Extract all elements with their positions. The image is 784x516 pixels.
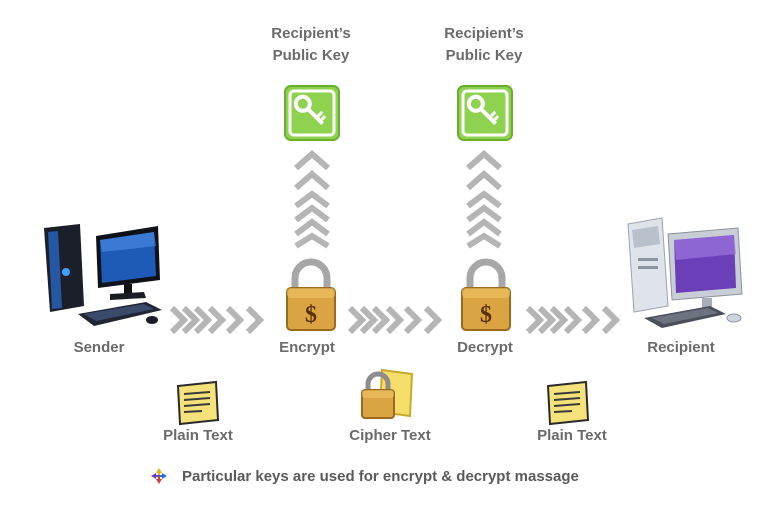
decrypt-label: Decrypt: [457, 339, 513, 356]
right-chevrons-1: [168, 304, 268, 336]
sender-label: Sender: [73, 339, 125, 356]
key-title-left-line1: Recipient’s: [271, 25, 351, 42]
svg-text:$: $: [480, 302, 492, 328]
key-title-right: Recipient’s Public Key: [431, 23, 537, 67]
key-title-left-line2: Public Key: [272, 47, 350, 64]
encrypt-label: Encrypt: [279, 339, 335, 356]
padlock-icon: $: [458, 258, 514, 334]
sender-computer-icon: [40, 222, 170, 337]
plain-text-label-2: Plain Text: [537, 427, 607, 444]
recipient-label: Recipient: [647, 339, 715, 356]
key-icon: [283, 84, 341, 142]
note-icon: [172, 380, 222, 426]
footer-note-text: Particular keys are used for encrypt & d…: [182, 467, 579, 485]
right-chevrons-3: [524, 304, 624, 336]
key-icon: [456, 84, 514, 142]
key-title-right-line1: Recipient’s: [444, 25, 524, 42]
cipher-text-label: Cipher Text: [349, 427, 431, 444]
padlock-icon: $: [283, 258, 339, 334]
up-chevrons-left: [292, 150, 332, 250]
note-icon: [542, 380, 592, 426]
key-title-left: Recipient’s Public Key: [258, 23, 364, 67]
svg-text:$: $: [305, 302, 317, 328]
up-chevrons-right: [464, 150, 504, 250]
arrows-bullet-icon: [150, 467, 168, 485]
plain-text-label-1: Plain Text: [163, 427, 233, 444]
recipient-computer-icon: [622, 214, 752, 334]
locked-note-icon: [358, 366, 418, 424]
footer-note: Particular keys are used for encrypt & d…: [150, 467, 579, 485]
right-chevrons-2: [346, 304, 446, 336]
key-title-right-line2: Public Key: [445, 47, 523, 64]
